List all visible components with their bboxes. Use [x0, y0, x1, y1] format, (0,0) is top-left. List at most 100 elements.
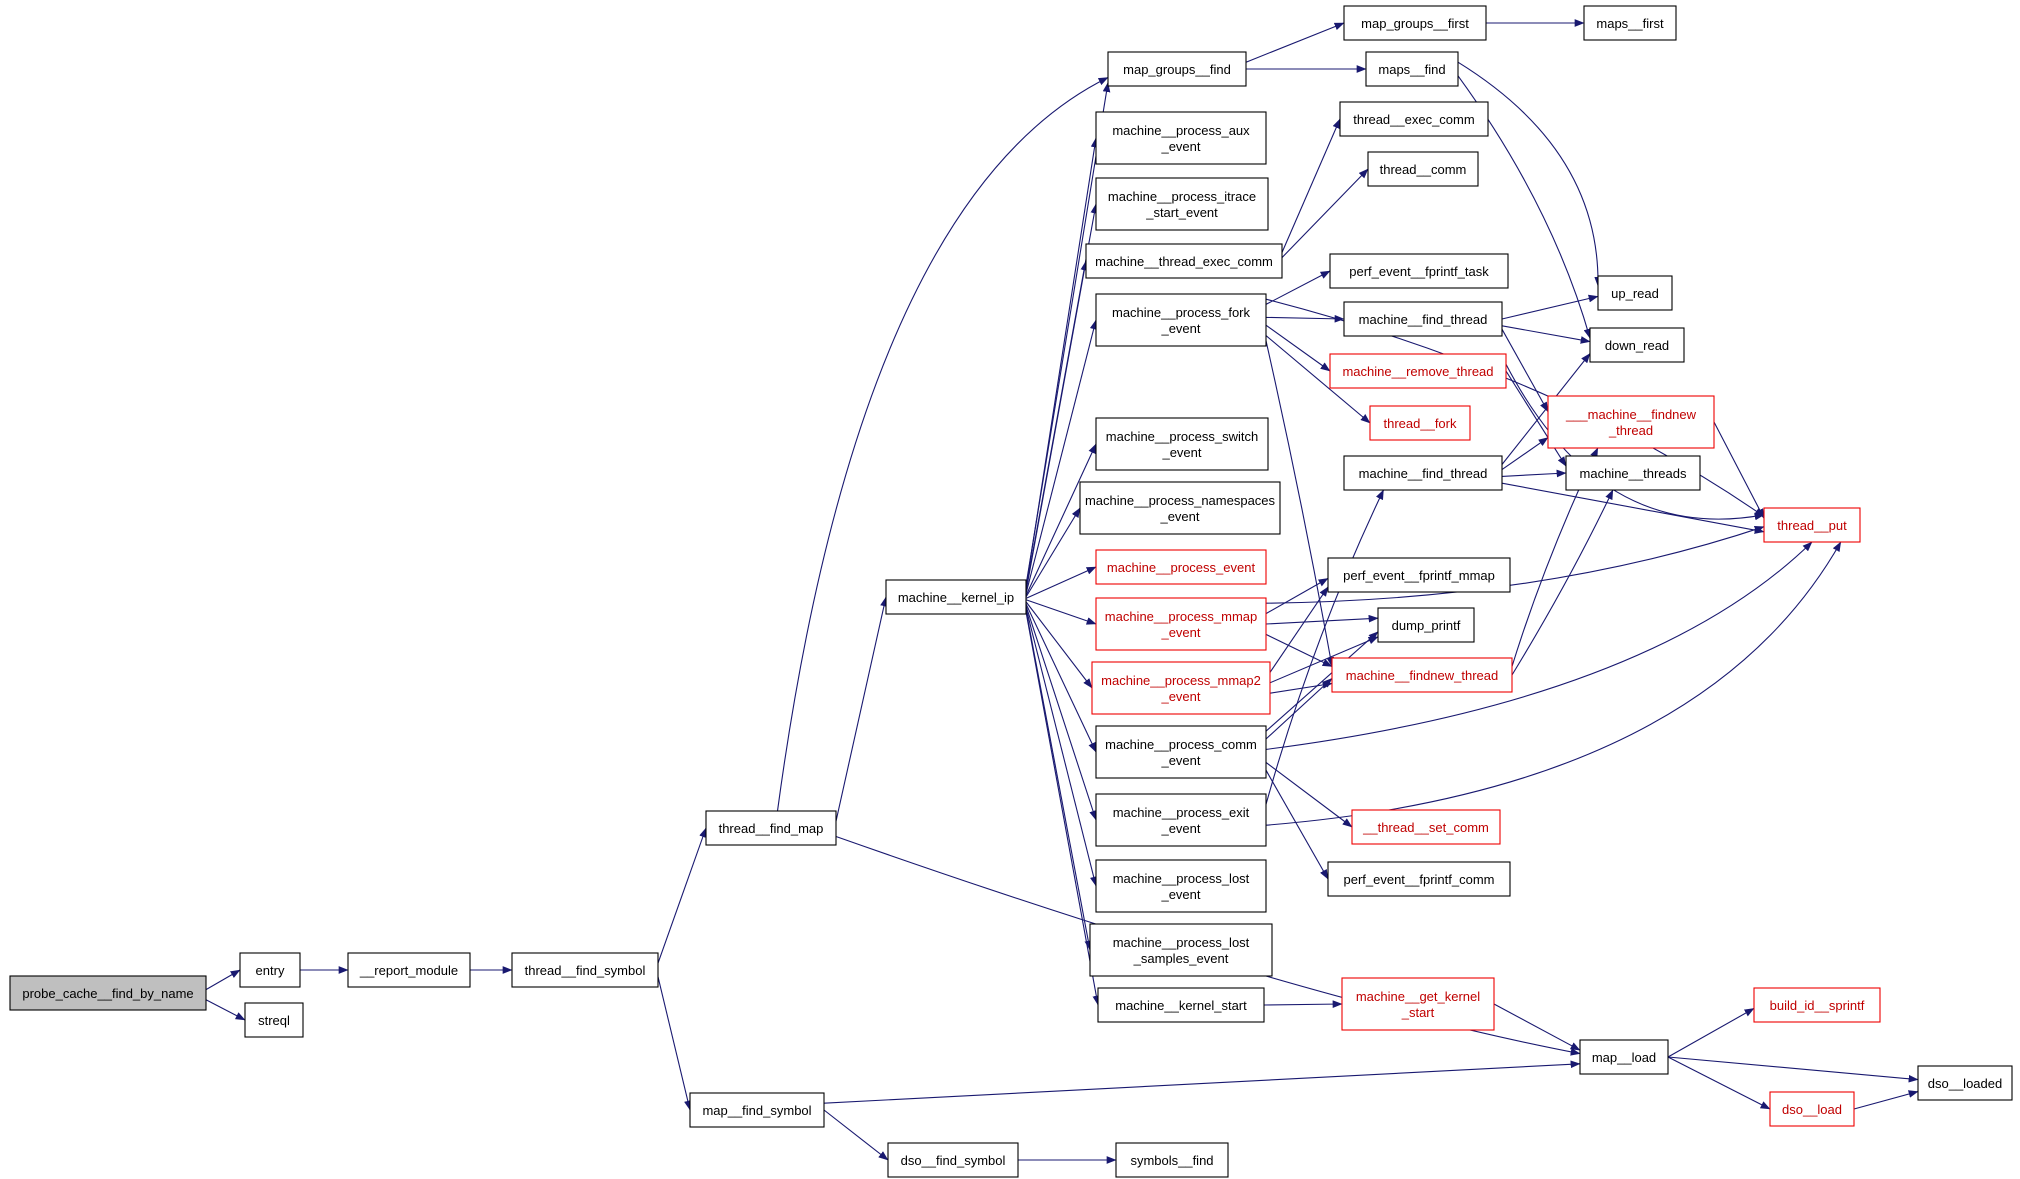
node-___machine__findnew_thread[interactable]: ___machine__findnew_thread	[1547, 395, 1715, 449]
node-machine__process_lost_event[interactable]: machine__process_lost_event	[1095, 859, 1267, 913]
node-box-machine__process_switch_event[interactable]	[1095, 417, 1269, 471]
node-box-machine__process_itrace_start_event[interactable]	[1095, 177, 1269, 231]
node-box-machine__process_comm_event[interactable]	[1095, 725, 1267, 779]
node-box-machine__process_lost_event[interactable]	[1095, 859, 1267, 913]
node-box-perf_event__fprintf_mmap[interactable]	[1327, 557, 1511, 593]
node-box-machine__process_lost_samples_event[interactable]	[1089, 923, 1273, 977]
node-box-machine__find_thread_1[interactable]	[1343, 301, 1503, 337]
node-map__load[interactable]: map__load	[1579, 1039, 1669, 1075]
node-map_groups__find[interactable]: map_groups__find	[1107, 51, 1247, 87]
node-perf_event__fprintf_mmap[interactable]: perf_event__fprintf_mmap	[1327, 557, 1511, 593]
node-box-dso__loaded[interactable]	[1917, 1065, 2013, 1101]
node-machine__process_event[interactable]: machine__process_event	[1095, 549, 1267, 585]
node-down_read[interactable]: down_read	[1589, 327, 1685, 363]
node-box-machine__kernel_ip[interactable]	[885, 579, 1027, 615]
node-box-machine__process_event[interactable]	[1095, 549, 1267, 585]
node-dso__loaded[interactable]: dso__loaded	[1917, 1065, 2013, 1101]
node-maps__find[interactable]: maps__find	[1365, 51, 1459, 87]
node-maps__first[interactable]: maps__first	[1583, 5, 1677, 41]
node-box-___machine__findnew_thread[interactable]	[1547, 395, 1715, 449]
node-thread__find_map[interactable]: thread__find_map	[705, 810, 837, 846]
node-machine__process_comm_event[interactable]: machine__process_comm_event	[1095, 725, 1267, 779]
node-machine__threads[interactable]: machine__threads	[1565, 455, 1701, 491]
node-box-map_groups__first[interactable]	[1343, 5, 1487, 41]
node-machine__thread_exec_comm[interactable]: machine__thread_exec_comm	[1085, 243, 1283, 279]
node-probe_cache__find_by_name[interactable]: probe_cache__find_by_name	[9, 975, 207, 1011]
node-box-dump_printf[interactable]	[1377, 607, 1475, 643]
node-machine__process_switch_event[interactable]: machine__process_switch_event	[1095, 417, 1269, 471]
node-machine__process_mmap2_event[interactable]: machine__process_mmap2_event	[1091, 661, 1271, 715]
node-machine__remove_thread[interactable]: machine__remove_thread	[1329, 353, 1507, 389]
node-box-thread__comm[interactable]	[1367, 151, 1479, 187]
node-box-machine__kernel_start[interactable]	[1097, 987, 1265, 1023]
node-box-machine__process_mmap_event[interactable]	[1095, 597, 1267, 651]
node-box-symbols__find[interactable]	[1115, 1142, 1229, 1178]
node-machine__process_lost_samples_event[interactable]: machine__process_lost_samples_event	[1089, 923, 1273, 977]
node-machine__findnew_thread[interactable]: machine__findnew_thread	[1331, 657, 1513, 693]
node-machine__find_thread_1[interactable]: machine__find_thread	[1343, 301, 1503, 337]
node-box-up_read[interactable]	[1597, 275, 1673, 311]
node-box-dso__find_symbol[interactable]	[887, 1142, 1019, 1178]
node-map_groups__first[interactable]: map_groups__first	[1343, 5, 1487, 41]
node-box-machine__process_namespaces_event[interactable]	[1079, 481, 1281, 535]
node-box-perf_event__fprintf_comm[interactable]	[1327, 861, 1511, 897]
node-perf_event__fprintf_comm[interactable]: perf_event__fprintf_comm	[1327, 861, 1511, 897]
node-box-__report_module[interactable]	[347, 952, 471, 988]
node-thread__comm[interactable]: thread__comm	[1367, 151, 1479, 187]
node-box-entry[interactable]	[239, 952, 301, 988]
node-box-build_id__sprintf[interactable]	[1753, 987, 1881, 1023]
node-dso__load[interactable]: dso__load	[1769, 1091, 1855, 1127]
node-box-thread__find_map[interactable]	[705, 810, 837, 846]
node-box-machine__thread_exec_comm[interactable]	[1085, 243, 1283, 279]
node-thread__put[interactable]: thread__put	[1763, 507, 1861, 543]
node-machine__process_aux_event[interactable]: machine__process_aux_event	[1095, 111, 1267, 165]
node-thread__fork[interactable]: thread__fork	[1369, 405, 1471, 441]
node-box-thread__put[interactable]	[1763, 507, 1861, 543]
node-dso__find_symbol[interactable]: dso__find_symbol	[887, 1142, 1019, 1178]
node-box-probe_cache__find_by_name[interactable]	[9, 975, 207, 1011]
node-machine__kernel_ip[interactable]: machine__kernel_ip	[885, 579, 1027, 615]
node-up_read[interactable]: up_read	[1597, 275, 1673, 311]
node-machine__process_fork_event[interactable]: machine__process_fork_event	[1095, 293, 1267, 347]
node-box-down_read[interactable]	[1589, 327, 1685, 363]
node-symbols__find[interactable]: symbols__find	[1115, 1142, 1229, 1178]
node-box-thread__fork[interactable]	[1369, 405, 1471, 441]
node-machine__kernel_start[interactable]: machine__kernel_start	[1097, 987, 1265, 1023]
node-entry[interactable]: entry	[239, 952, 301, 988]
node-machine__process_mmap_event[interactable]: machine__process_mmap_event	[1095, 597, 1267, 651]
node-box-thread__exec_comm[interactable]	[1339, 101, 1489, 137]
node-box-dso__load[interactable]	[1769, 1091, 1855, 1127]
node-box-machine__remove_thread[interactable]	[1329, 353, 1507, 389]
node-thread__find_symbol[interactable]: thread__find_symbol	[511, 952, 659, 988]
node-box-streql[interactable]	[244, 1002, 304, 1038]
node-machine__get_kernel_start[interactable]: machine__get_kernel_start	[1341, 977, 1495, 1031]
node-machine__process_namespaces_event[interactable]: machine__process_namespaces_event	[1079, 481, 1281, 535]
node-box-map__load[interactable]	[1579, 1039, 1669, 1075]
node-dump_printf[interactable]: dump_printf	[1377, 607, 1475, 643]
node-box-maps__find[interactable]	[1365, 51, 1459, 87]
node-machine__find_thread_2[interactable]: machine__find_thread	[1343, 455, 1503, 491]
node-box-machine__process_mmap2_event[interactable]	[1091, 661, 1271, 715]
node-build_id__sprintf[interactable]: build_id__sprintf	[1753, 987, 1881, 1023]
node-map__find_symbol[interactable]: map__find_symbol	[689, 1092, 825, 1128]
node-perf_event__fprintf_task[interactable]: perf_event__fprintf_task	[1329, 253, 1509, 289]
node-box-__thread__set_comm[interactable]	[1351, 809, 1501, 845]
node-box-machine__find_thread_2[interactable]	[1343, 455, 1503, 491]
node-__thread__set_comm[interactable]: __thread__set_comm	[1351, 809, 1501, 845]
node-box-machine__threads[interactable]	[1565, 455, 1701, 491]
node-streql[interactable]: streql	[244, 1002, 304, 1038]
node-thread__exec_comm[interactable]: thread__exec_comm	[1339, 101, 1489, 137]
node-box-map_groups__find[interactable]	[1107, 51, 1247, 87]
node-box-machine__process_fork_event[interactable]	[1095, 293, 1267, 347]
node-box-machine__get_kernel_start[interactable]	[1341, 977, 1495, 1031]
node-machine__process_exit_event[interactable]: machine__process_exit_event	[1095, 793, 1267, 847]
node-box-thread__find_symbol[interactable]	[511, 952, 659, 988]
node-box-machine__process_aux_event[interactable]	[1095, 111, 1267, 165]
node-machine__process_itrace_start_event[interactable]: machine__process_itrace_start_event	[1095, 177, 1269, 231]
node-box-maps__first[interactable]	[1583, 5, 1677, 41]
node-__report_module[interactable]: __report_module	[347, 952, 471, 988]
node-box-machine__findnew_thread[interactable]	[1331, 657, 1513, 693]
node-box-perf_event__fprintf_task[interactable]	[1329, 253, 1509, 289]
node-box-machine__process_exit_event[interactable]	[1095, 793, 1267, 847]
node-box-map__find_symbol[interactable]	[689, 1092, 825, 1128]
